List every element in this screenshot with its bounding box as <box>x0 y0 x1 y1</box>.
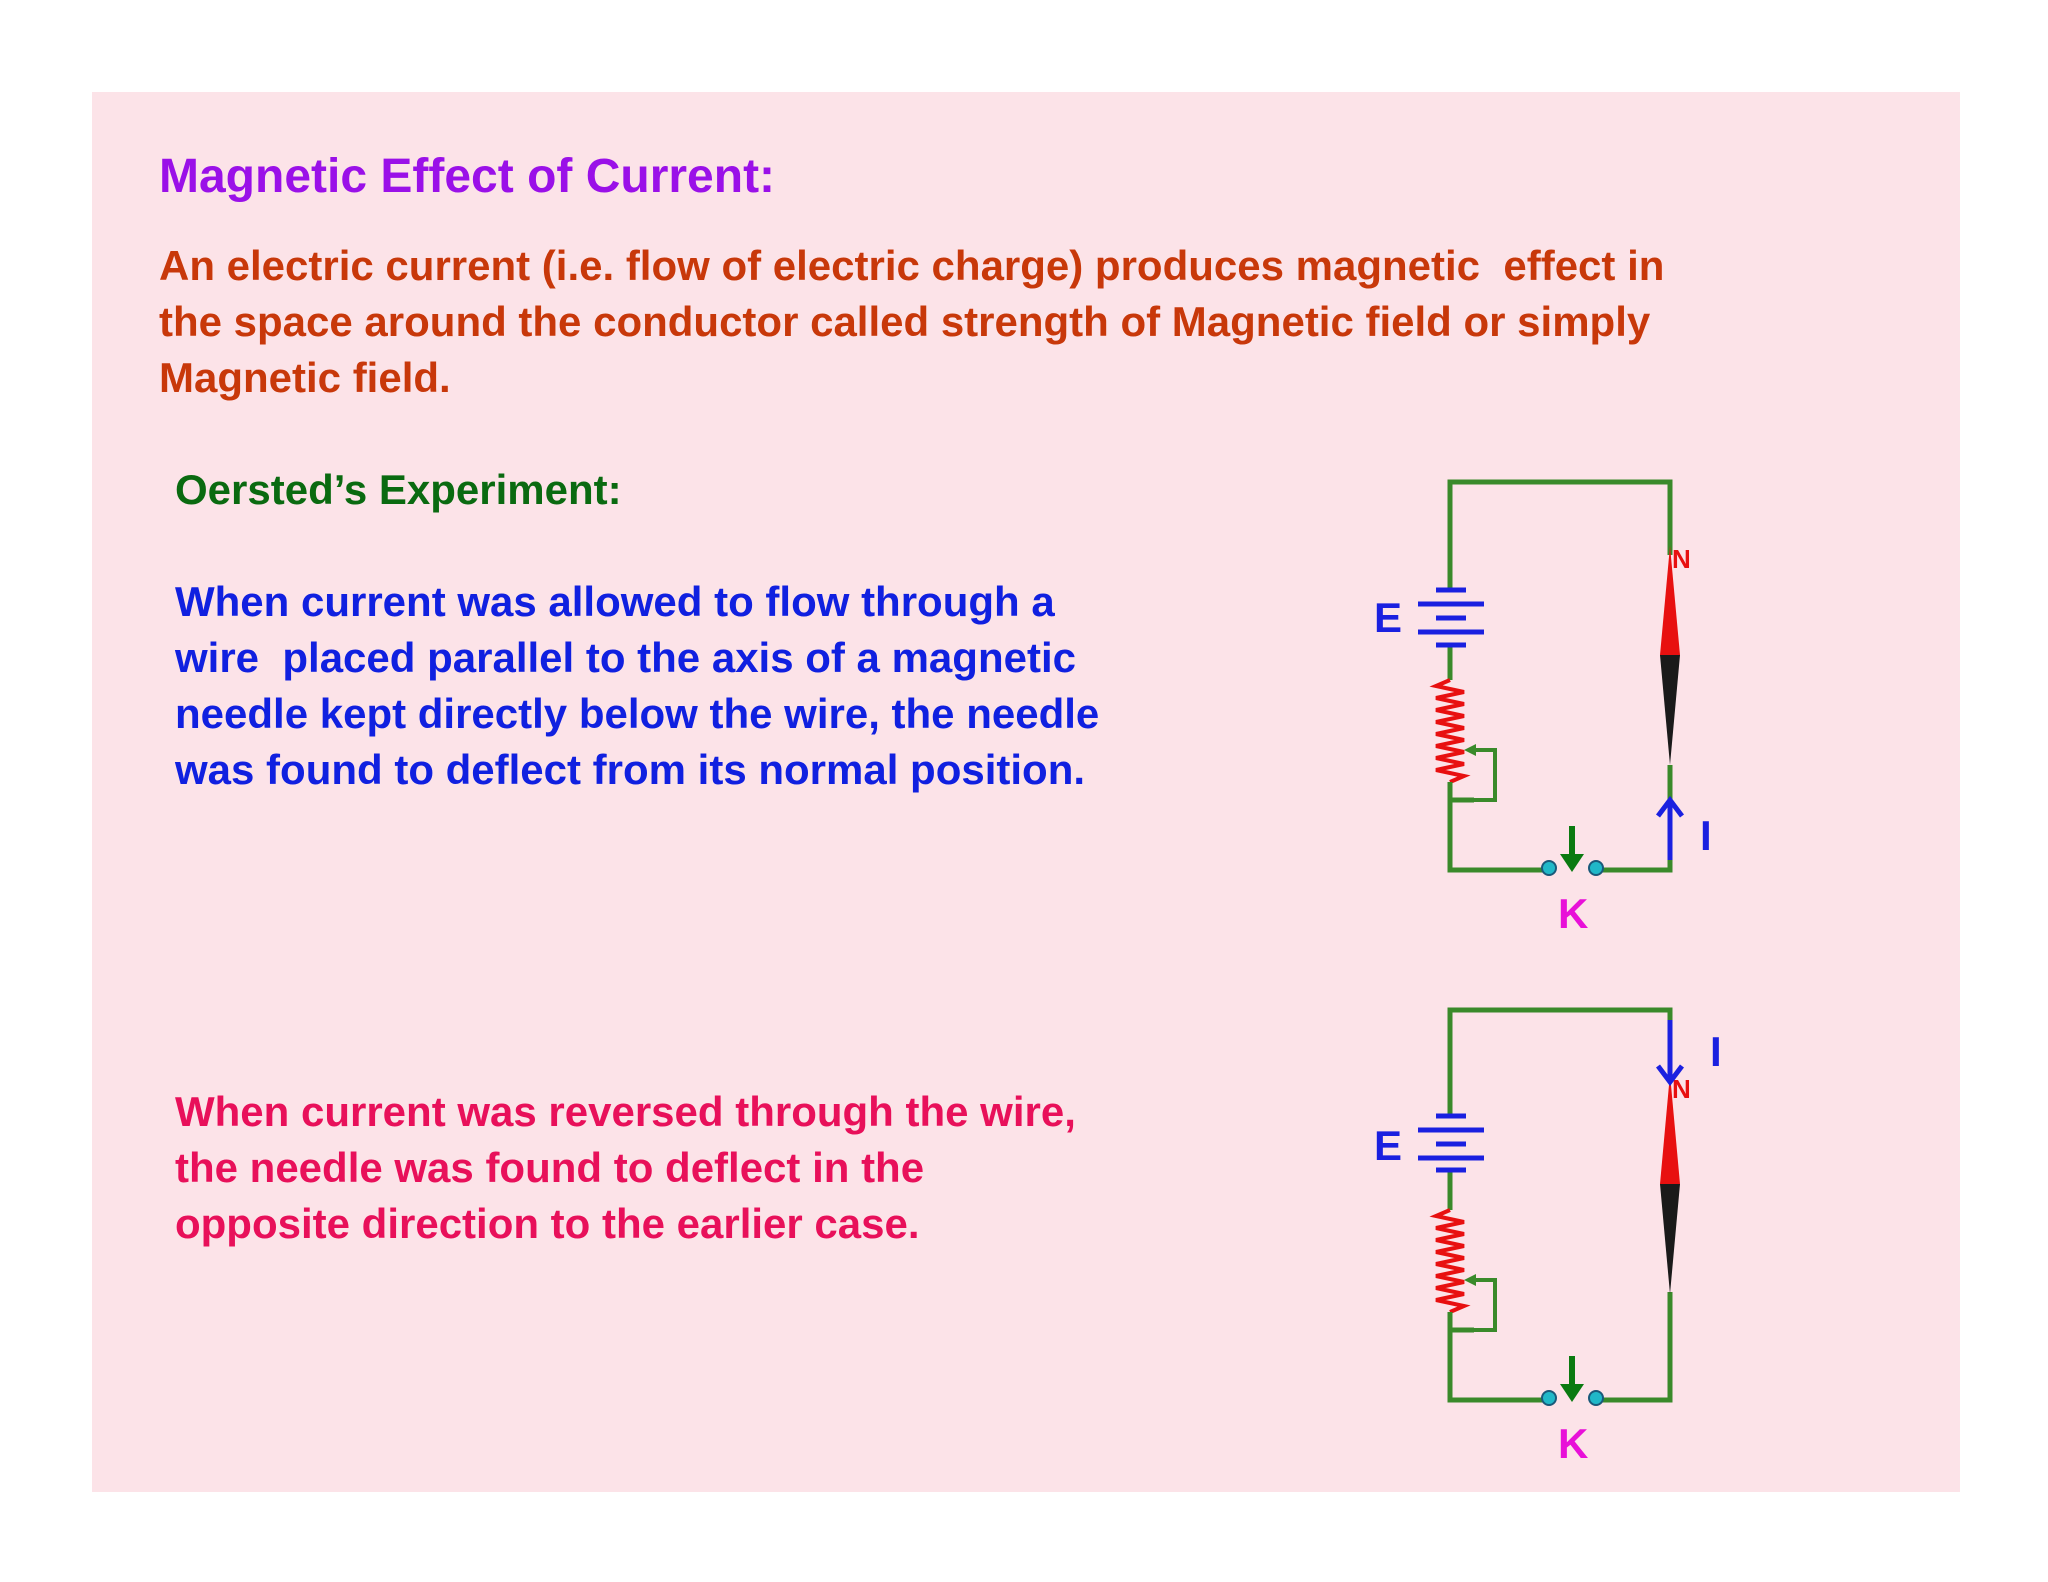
battery-symbol <box>1418 587 1484 648</box>
battery-symbol <box>1418 1113 1484 1173</box>
battery-label: E <box>1374 594 1402 641</box>
slide-background <box>92 92 1960 1492</box>
intro-line: the space around the conductor called st… <box>159 298 1651 345</box>
battery-label: E <box>1374 1122 1402 1169</box>
needle-compass <box>1660 546 1680 765</box>
rheostat-arrow <box>1464 1274 1476 1286</box>
current-arrow-down <box>1656 1020 1684 1087</box>
rheostat-coil <box>1429 1208 1471 1314</box>
key-label: K <box>1558 1420 1588 1467</box>
intro-paragraph: An electric current (i.e. flow of electr… <box>159 238 1919 406</box>
needle-compass <box>1660 1074 1680 1294</box>
intro-line: Magnetic field. <box>159 354 451 401</box>
intro-line: An electric current (i.e. flow of electr… <box>159 242 1665 289</box>
rheostat-slider <box>1472 1278 1497 1332</box>
current-arrow-up <box>1656 795 1684 860</box>
paragraph-line: the needle was found to deflect in the <box>175 1144 925 1191</box>
rheostat-slider <box>1472 748 1497 802</box>
paragraph-line: was found to deflect from its normal pos… <box>175 746 1086 793</box>
current-label: I <box>1700 812 1712 859</box>
paragraph-line: wire placed parallel to the axis of a ma… <box>175 634 1076 681</box>
paragraph-line: needle kept directly below the wire, the… <box>175 690 1100 737</box>
needle-north-label: N <box>1672 1074 1691 1104</box>
observation-paragraph-1: When current was allowed to flow through… <box>175 574 1295 798</box>
paragraph-line: opposite direction to the earlier case. <box>175 1200 920 1247</box>
key-label: K <box>1558 890 1588 937</box>
paragraph-line: When current was allowed to flow through… <box>175 578 1055 625</box>
experiment-heading: Oersted’s Experiment: <box>175 466 622 513</box>
rheostat-coil <box>1429 678 1471 784</box>
plug-key <box>1541 826 1604 876</box>
plug-key <box>1541 1356 1604 1406</box>
rheostat-arrow <box>1464 744 1476 756</box>
current-label: I <box>1710 1028 1722 1075</box>
observation-paragraph-2: When current was reversed through the wi… <box>175 1084 1295 1252</box>
needle-north-label: N <box>1672 544 1691 574</box>
slide-title: Magnetic Effect of Current: <box>159 150 776 203</box>
paragraph-line: When current was reversed through the wi… <box>175 1088 1076 1135</box>
circuit-wires <box>1447 1007 1673 1403</box>
